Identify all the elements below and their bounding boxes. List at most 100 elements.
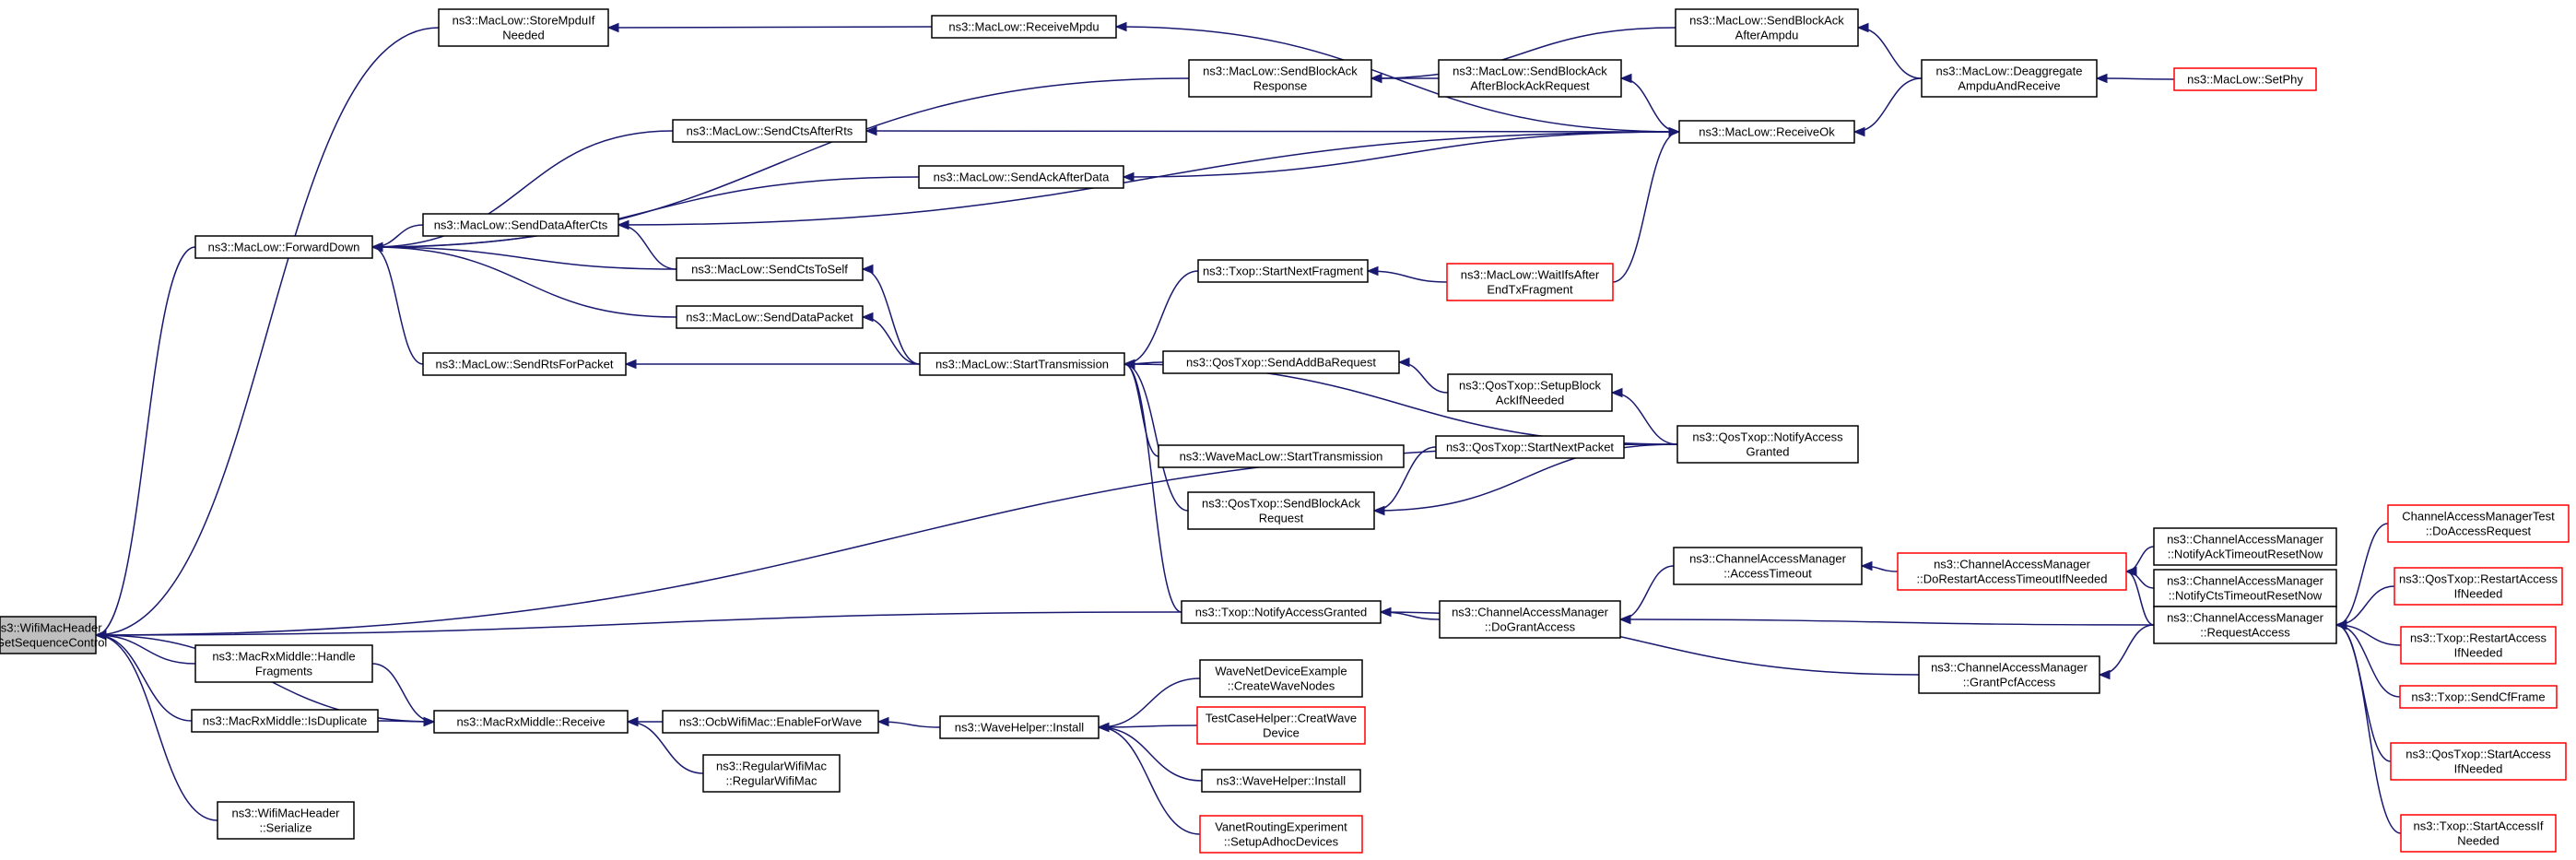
graph-node-camNotifyAck[interactable]: ns3::ChannelAccessManager::NotifyAckTime… — [2153, 527, 2337, 566]
arrowhead-icon — [1856, 22, 1869, 33]
node-box — [422, 213, 619, 237]
graph-node-sendRtsForPacket[interactable]: ns3::MacLow::SendRtsForPacket — [422, 352, 627, 376]
graph-node-sendBlockAckAfterReq[interactable]: ns3::MacLow::SendBlockAckAfterBlockAckRe… — [1438, 59, 1622, 98]
graph-node-qosStartNextPacket[interactable]: ns3::QosTxop::StartNextPacket — [1435, 435, 1625, 459]
node-box — [1439, 600, 1621, 639]
node-label: ns3::MacRxMiddle::Receive — [456, 715, 605, 729]
node-label: ns3::QosTxop::StartNextPacket — [1446, 441, 1614, 454]
node-label: ::RegularWifiMac — [726, 774, 817, 788]
node-label: ns3::MacLow::SetPhy — [2187, 73, 2303, 87]
arrowhead-icon — [1610, 387, 1623, 398]
graph-node-receiveOk[interactable]: ns3::MacLow::ReceiveOk — [1678, 120, 1855, 144]
graph-node-forwardDown[interactable]: ns3::MacLow::ForwardDown — [194, 235, 373, 259]
graph-node-isDuplicate[interactable]: ns3::MacRxMiddle::IsDuplicate — [191, 709, 379, 733]
node-label: ns3::MacLow::SendBlockAck — [1203, 65, 1358, 78]
arrowhead-icon — [2335, 619, 2347, 630]
graph-node-rxReceive[interactable]: ns3::MacRxMiddle::Receive — [433, 710, 629, 734]
graph-node-qosSendAddBa[interactable]: ns3::QosTxop::SendAddBaRequest — [1162, 350, 1400, 374]
call-edge — [2335, 523, 2389, 626]
call-edge — [95, 634, 193, 722]
arrowhead-icon — [1123, 359, 1135, 370]
arrowhead-icon — [2124, 566, 2137, 577]
graph-node-startTransmission[interactable]: ns3::MacLow::StartTransmission — [919, 352, 1125, 376]
call-edge — [1370, 27, 1676, 79]
node-label: AfterBlockAckRequest — [1470, 79, 1590, 93]
graph-node-camAccessTimeout[interactable]: ns3::ChannelAccessManager::AccessTimeout — [1673, 547, 1863, 585]
graph-node-camDoRestart[interactable]: ns3::ChannelAccessManager::DoRestartAcce… — [1897, 552, 2127, 591]
call-edge — [1098, 726, 1201, 835]
call-edge — [2335, 624, 2401, 698]
node-box — [1921, 59, 2098, 98]
arrowhead-icon — [1379, 607, 1392, 618]
node-label: ::AccessTimeout — [1723, 567, 1812, 581]
graph-node-sendDataPacket[interactable]: ns3::MacLow::SendDataPacket — [676, 305, 864, 329]
node-box — [2390, 742, 2567, 781]
arrowhead-icon — [865, 125, 877, 136]
node-box — [1199, 659, 1363, 698]
graph-node-txopNotifyAccess[interactable]: ns3::Txop::NotifyAccessGranted — [1181, 600, 1382, 624]
node-label: IfNeeded — [2454, 762, 2503, 776]
node-label: ns3::QosTxop::NotifyAccess — [1692, 430, 1843, 444]
call-edge — [1098, 725, 1198, 728]
graph-node-camDoGrant[interactable]: ns3::ChannelAccessManager::DoGrantAccess — [1439, 600, 1621, 639]
graph-node-sendAckAfterData[interactable]: ns3::MacLow::SendAckAfterData — [918, 165, 1124, 189]
node-box — [1187, 491, 1375, 530]
graph-node-txopSendCfFrame[interactable]: ns3::Txop::SendCfFrame — [2399, 685, 2558, 709]
arrowhead-icon — [1122, 171, 1135, 183]
arrowhead-icon — [2095, 73, 2108, 84]
node-label: Response — [1253, 79, 1308, 93]
node-label: ns3::MacLow::StartTransmission — [935, 358, 1109, 371]
graph-node-txopStartNext[interactable]: ns3::Txop::StartNextFragment — [1197, 259, 1369, 283]
graph-node-sendCtsAfterRts[interactable]: ns3::MacLow::SendCtsAfterRts — [672, 119, 867, 143]
node-label: ns3::ChannelAccessManager — [1931, 661, 2088, 675]
node-box — [1446, 263, 1614, 301]
node-label: TestCaseHelper::CreatWave — [1206, 712, 1357, 725]
graph-node-waveInstall2[interactable]: ns3::WaveHelper::Install — [1201, 769, 1361, 793]
graph-node-regularWifiMac[interactable]: ns3::RegularWifiMac::RegularWifiMac — [702, 754, 841, 793]
graph-node-waveInstall[interactable]: ns3::WaveHelper::Install — [939, 715, 1100, 739]
node-box — [2173, 67, 2317, 91]
graph-node-vanetRouting[interactable]: VanetRoutingExperiment::SetupAdhocDevice… — [1199, 815, 1363, 854]
node-box — [194, 235, 373, 259]
graph-node-waveMacStartTx[interactable]: ns3::WaveMacLow::StartTransmission — [1158, 444, 1405, 468]
graph-node-qosNotifyAccess[interactable]: ns3::QosTxop::NotifyAccessGranted — [1676, 425, 1859, 464]
graph-node-serialize[interactable]: ns3::WifiMacHeader::Serialize — [217, 801, 355, 840]
node-label: ::Serialize — [259, 821, 312, 835]
node-label: Request — [1259, 512, 1304, 525]
call-edge — [1123, 363, 1159, 457]
node-label: ns3::MacRxMiddle::Handle — [212, 650, 355, 664]
node-box — [931, 15, 1117, 39]
node-box — [1196, 706, 1366, 745]
graph-node-camGrantPcf[interactable]: ns3::ChannelAccessManager::GrantPcfAcces… — [1918, 655, 2100, 694]
call-edge — [2125, 546, 2155, 572]
graph-node-camNotifyCts[interactable]: ns3::ChannelAccessManager::NotifyCtsTime… — [2153, 569, 2337, 607]
graph-node-enableForWave[interactable]: ns3::OcbWifiMac::EnableForWave — [662, 710, 879, 734]
graph-node-root[interactable]: ns3::WifiMacHeader::GetSequenceControl — [0, 616, 107, 654]
graph-node-sendCtsToSelf[interactable]: ns3::MacLow::SendCtsToSelf — [676, 257, 864, 281]
graph-node-setPhy[interactable]: ns3::MacLow::SetPhy — [2173, 67, 2317, 91]
graph-node-sendDataAfterCts[interactable]: ns3::MacLow::SendDataAfterCts — [422, 213, 619, 237]
graph-node-receiveMpdu[interactable]: ns3::MacLow::ReceiveMpdu — [931, 15, 1117, 39]
node-label: ns3::Txop::SendCfFrame — [2411, 690, 2545, 704]
node-label: ::GetSequenceControl — [0, 636, 107, 650]
graph-node-camRequestAccess[interactable]: ns3::ChannelAccessManager::RequestAccess — [2153, 606, 2337, 644]
graph-node-waveNetDevice[interactable]: WaveNetDeviceExample::CreateWaveNodes — [1199, 659, 1363, 698]
node-layer: ns3::WifiMacHeader::GetSequenceControlns… — [0, 8, 2570, 854]
edge-layer — [94, 21, 2402, 835]
graph-node-camTestDoAccess[interactable]: ChannelAccessManagerTest::DoAccessReques… — [2387, 504, 2570, 543]
node-label: ns3::QosTxop::SendAddBaRequest — [1186, 356, 1376, 370]
arrowhead-icon — [617, 219, 629, 230]
